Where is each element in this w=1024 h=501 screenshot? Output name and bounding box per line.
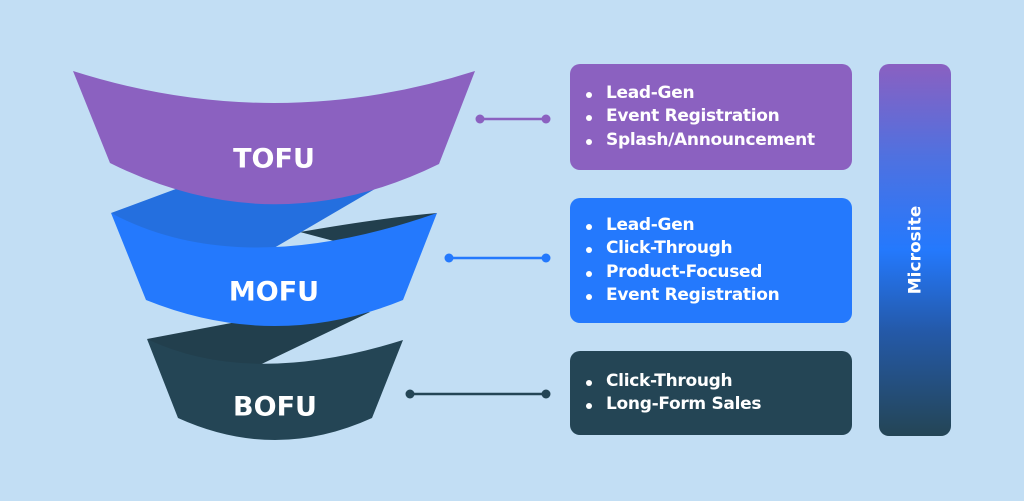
bofu-band [147, 339, 403, 440]
tofu-connector [475, 114, 551, 124]
tofu-connector-end-dot [541, 114, 551, 124]
mofu-items-box: Lead-Gen Click-Through Product-Focused E… [570, 198, 852, 323]
mofu-label: MOFU [229, 277, 319, 308]
bofu-connector [405, 389, 551, 399]
bofu-connector-start-dot [405, 389, 415, 399]
list-item: Lead-Gen [586, 82, 852, 106]
microsite-bar: Microsite [879, 64, 951, 436]
tofu-band [73, 71, 475, 205]
mofu-connector [444, 253, 551, 263]
tofu-items-list: Lead-Gen Event Registration Splash/Annou… [586, 82, 852, 153]
mofu-items-list: Lead-Gen Click-Through Product-Focused E… [586, 214, 852, 308]
bofu-items-list: Click-Through Long-Form Sales [586, 370, 852, 417]
list-item: Lead-Gen [586, 214, 852, 238]
list-item: Event Registration [586, 284, 852, 308]
list-item: Product-Focused [586, 261, 852, 285]
bofu-connector-end-dot [541, 389, 551, 399]
tofu-label: TOFU [233, 144, 315, 175]
list-item: Splash/Announcement [586, 129, 852, 153]
mofu-band [111, 213, 437, 326]
tofu-items-box: Lead-Gen Event Registration Splash/Annou… [570, 64, 852, 170]
bofu-items-box: Click-Through Long-Form Sales [570, 351, 852, 435]
bofu-label: BOFU [233, 392, 317, 423]
mofu-connector-end-dot [541, 253, 551, 263]
list-item: Long-Form Sales [586, 393, 852, 417]
mofu-connector-start-dot [444, 253, 454, 263]
list-item: Click-Through [586, 370, 852, 394]
microsite-label: Microsite [905, 205, 925, 295]
tofu-connector-start-dot [475, 114, 485, 124]
list-item: Click-Through [586, 237, 852, 261]
bofu-band-back [147, 310, 370, 372]
list-item: Event Registration [586, 105, 852, 129]
mofu-band-shadow [300, 213, 437, 248]
